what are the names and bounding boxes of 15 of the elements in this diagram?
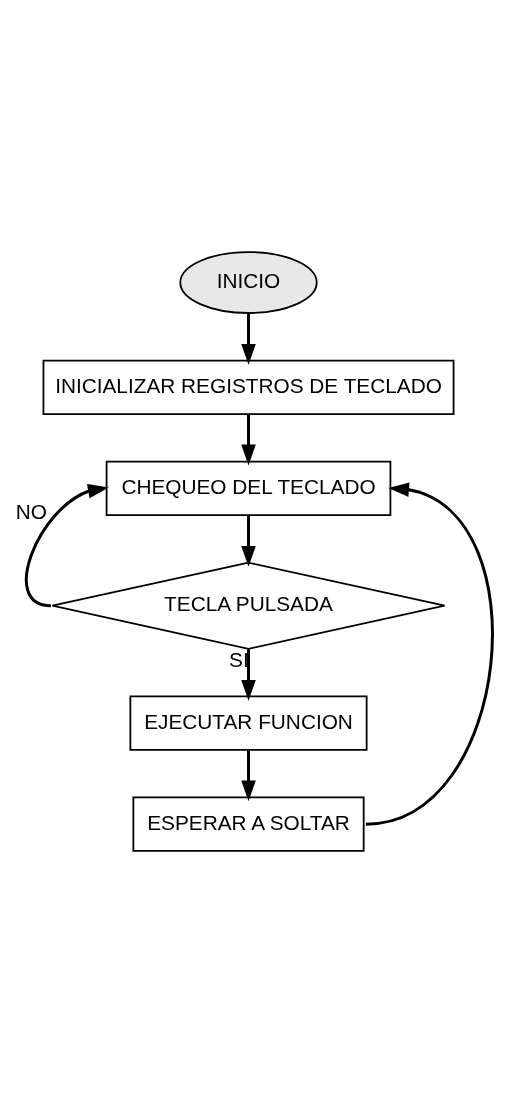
node-box: ESPERAR A SOLTAR (131, 796, 365, 852)
arrow (240, 414, 256, 465)
edge-label: NO (15, 499, 47, 523)
node-diamond: TECLA PULSADA (50, 561, 446, 650)
arrow (365, 481, 494, 826)
arrow (240, 514, 256, 567)
arrow (240, 648, 256, 701)
node-ellipse: INICIO (178, 250, 318, 314)
node-box: CHEQUEO DEL TECLADO (105, 460, 391, 516)
arrow (240, 749, 256, 801)
arrow (24, 483, 109, 607)
arrow (240, 312, 256, 365)
node-box: INICIALIZAR REGISTROS DE TECLADO (42, 359, 454, 415)
edge-label: SI (228, 647, 249, 671)
node-box: EJECUTAR FUNCION (129, 695, 368, 751)
